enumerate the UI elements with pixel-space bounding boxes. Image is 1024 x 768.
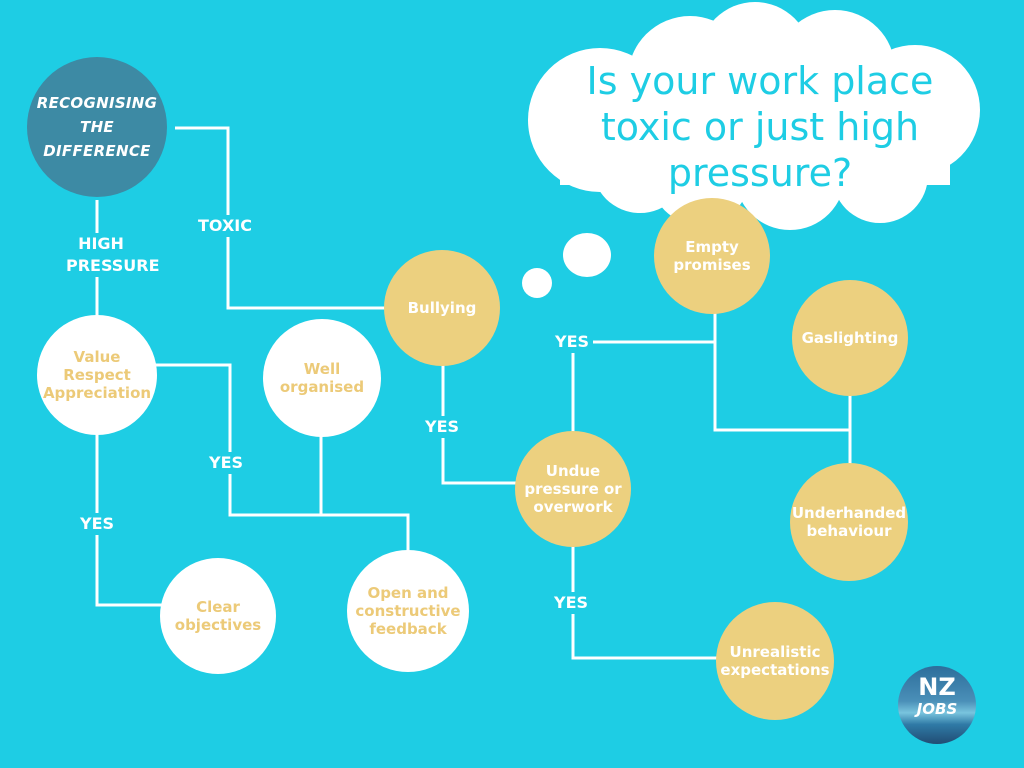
toxic-label: TOXIC (194, 215, 256, 237)
root-node: RECOGNISING THE DIFFERENCE (27, 57, 167, 197)
thought-bubble-large (563, 233, 611, 277)
logo-text-jobs: JOBS (916, 700, 958, 718)
node-open-feedback: Open and constructive feedback (347, 550, 469, 672)
connector-value-feedback (155, 363, 410, 553)
yes-label: YES (551, 331, 594, 353)
high-pressure-label: HIGH PRESSURE (62, 233, 160, 277)
node-unrealistic-expectations: Unrealistic expectations (716, 602, 834, 720)
connector-bullying-undue (441, 365, 517, 485)
connector-empty-underhanded (713, 305, 852, 465)
connector-value-clear (95, 432, 165, 607)
yes-label: YES (76, 513, 119, 535)
node-undue-pressure: Undue pressure or overwork (515, 431, 631, 547)
infographic-title: Is your work place toxic or just high pr… (586, 59, 934, 195)
yes-label: YES (550, 592, 593, 614)
node-well-organised: Well organised (263, 319, 381, 437)
node-underhanded-behaviour: Underhanded behaviour (790, 463, 908, 581)
node-empty-promises: Empty promises (654, 198, 770, 314)
node-value-respect: Value Respect Appreciation (37, 315, 157, 435)
yes-label: YES (205, 452, 248, 474)
node-clear-objectives: Clear objectives (160, 558, 276, 674)
node-bullying: Bullying (384, 250, 500, 366)
connector-undue-unrealistic (571, 545, 720, 660)
node-gaslighting: Gaslighting (792, 280, 908, 396)
thought-bubble-small (522, 268, 552, 298)
yes-label: YES (421, 416, 464, 438)
nz-jobs-logo: NZ JOBS (898, 666, 976, 744)
logo-text-nz: NZ (918, 673, 956, 701)
